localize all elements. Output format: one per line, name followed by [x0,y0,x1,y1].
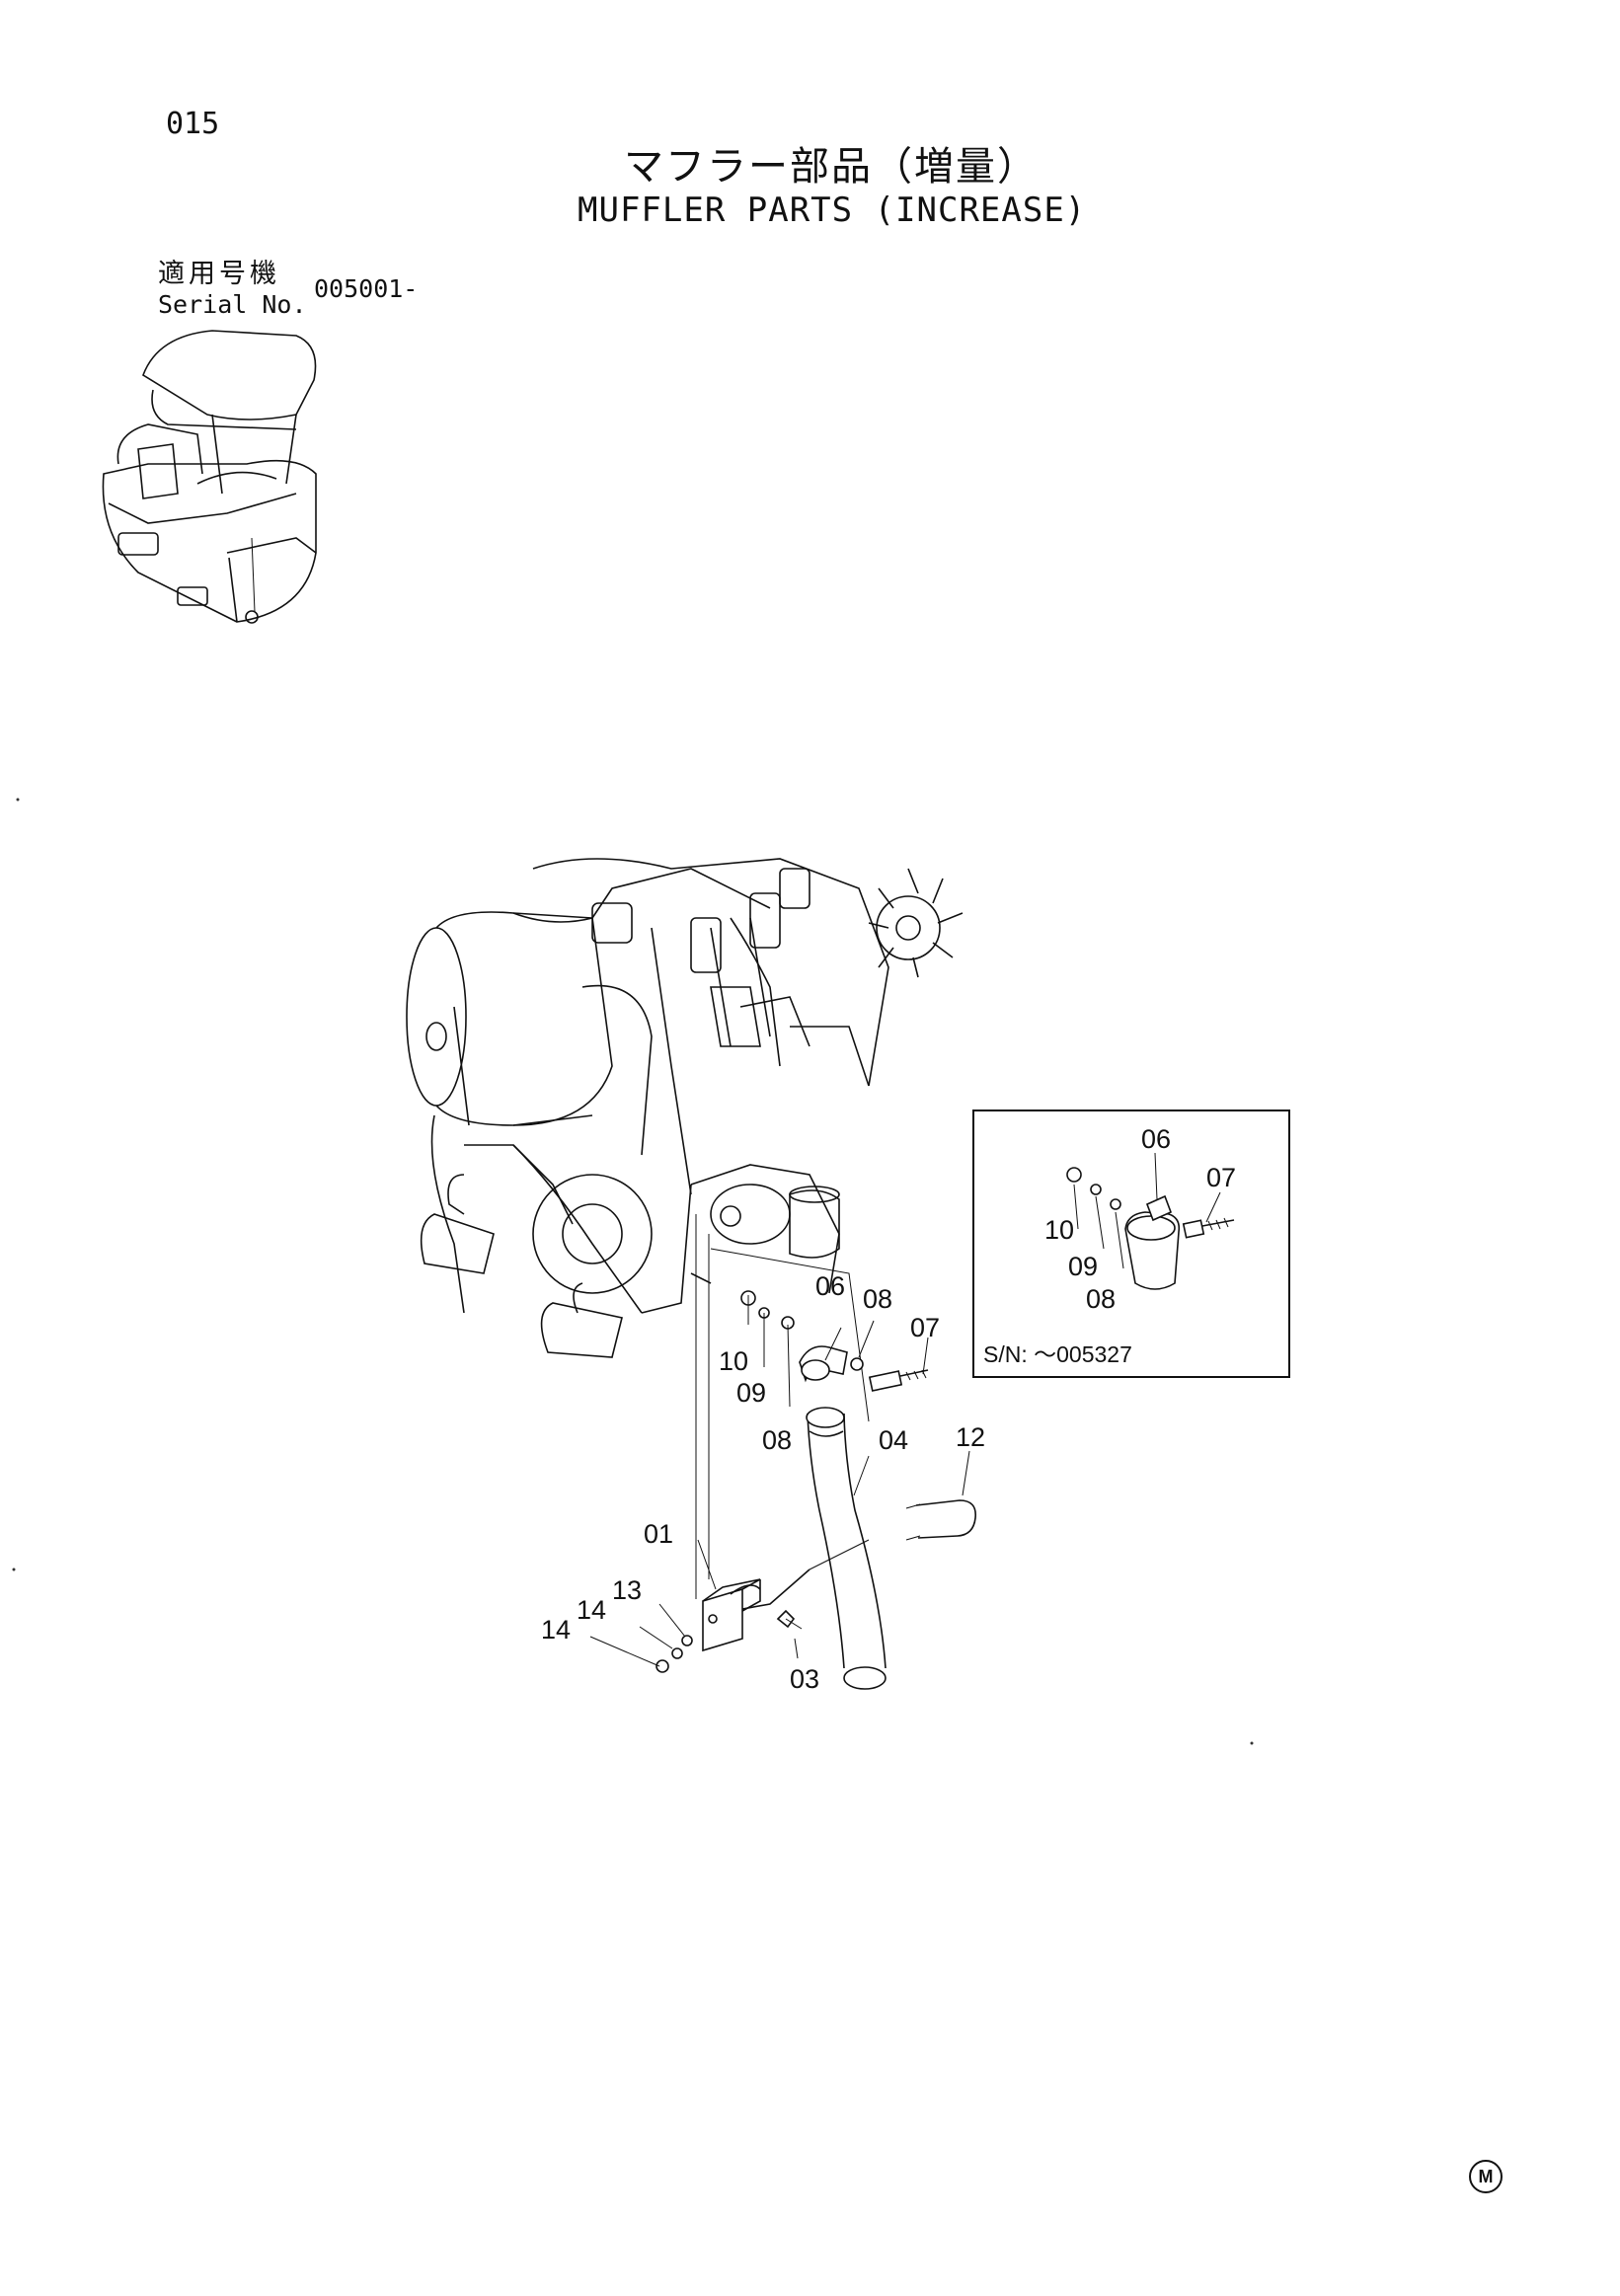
inset-callout-07: 07 [1206,1163,1236,1192]
inset-callout-06: 06 [1141,1124,1171,1154]
serial-label-japanese: 適用号機 [158,259,280,289]
clamp-assembly [740,1290,929,1392]
title-english: MUFFLER PARTS (INCREASE) [578,191,1087,230]
serial-value: 005001- [314,274,419,303]
callout-09: 09 [736,1378,766,1408]
callout-14-upper: 14 [577,1595,606,1625]
callout-07: 07 [910,1313,940,1342]
inset-detail-box: 06 07 08 09 10 S/N: ～005327 [972,1110,1290,1378]
scan-speck [12,1568,16,1571]
bracket-assembly [656,1569,810,1673]
callout-13: 13 [612,1575,642,1605]
exhaust-pipe [806,1407,887,1690]
inset-callout-10: 10 [1044,1215,1074,1245]
callout-04: 04 [879,1425,908,1455]
callout-14-lower: 14 [541,1615,571,1645]
callout-08-upper: 08 [863,1284,892,1314]
inset-callout-09: 09 [1068,1252,1098,1281]
scan-speck [16,798,20,802]
callout-06: 06 [815,1271,845,1301]
assembly-guide-lines [695,1214,870,1599]
scan-speck [1250,1741,1254,1745]
page-number: 015 [166,107,220,141]
engine-assembly [406,858,964,1358]
callout-08-lower: 08 [762,1425,792,1455]
u-bolt [809,1499,976,1570]
inset-serial-range: S/N: ～005327 [983,1341,1132,1367]
callout-03: 03 [790,1664,819,1694]
leader-lines [589,1295,970,1667]
machine-thumbnail [102,330,317,624]
title-japanese: マフラー部品（増量） [624,144,1039,190]
callout-12: 12 [956,1422,985,1452]
inset-callout-08: 08 [1086,1284,1116,1314]
callout-01: 01 [644,1519,673,1549]
callout-10: 10 [719,1346,748,1376]
serial-label-english: Serial No. [158,290,307,319]
corner-mark: M [1469,2160,1503,2193]
